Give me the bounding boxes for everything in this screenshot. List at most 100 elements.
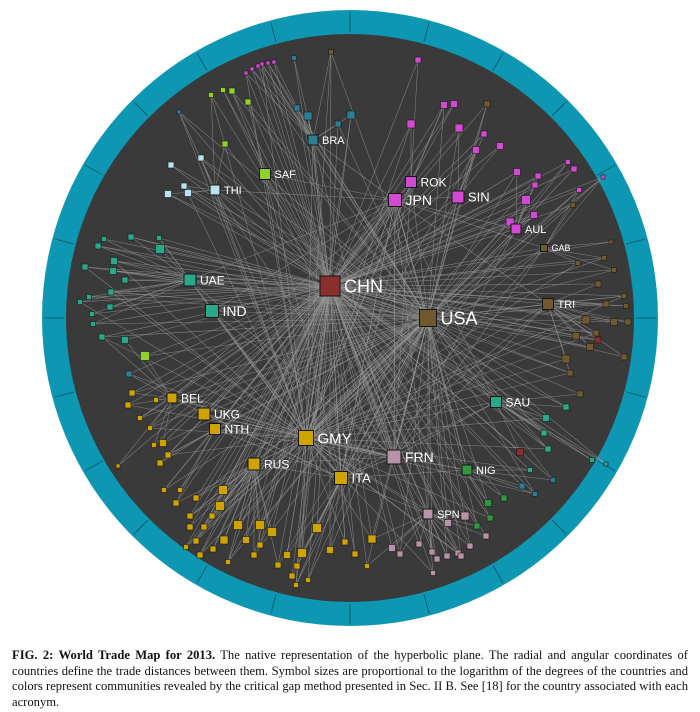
country-ita: ITA: [334, 471, 371, 486]
country-node: [486, 514, 494, 522]
trade-link: [329, 199, 527, 287]
trade-link: [97, 245, 331, 287]
trade-link: [110, 291, 429, 319]
trade-link: [543, 247, 579, 264]
trade-link: [305, 417, 547, 439]
trade-link: [253, 285, 331, 556]
country-node: [221, 140, 229, 148]
country-uae: UAE: [183, 273, 225, 287]
trade-link: [237, 317, 429, 526]
trade-link: [427, 317, 478, 527]
trade-link: [305, 437, 462, 557]
country-node: [249, 66, 255, 72]
trade-link: [124, 279, 331, 287]
country-node: [396, 550, 404, 558]
country-node: [288, 572, 296, 580]
trade-link: [214, 189, 429, 319]
country-node: [482, 532, 490, 540]
country-node: [364, 563, 370, 569]
trade-link: [547, 303, 587, 321]
trade-link: [457, 145, 501, 198]
trade-links: [79, 51, 629, 586]
trade-link: [305, 262, 579, 439]
country-node: [156, 459, 164, 467]
trade-link: [128, 373, 173, 399]
trade-link: [110, 279, 191, 293]
country-node: [177, 487, 183, 493]
trade-link: [286, 437, 307, 556]
country-node: [562, 403, 570, 411]
country-ind: IND: [205, 303, 247, 319]
country-node: [454, 123, 464, 133]
trade-link: [264, 173, 429, 319]
country-node: [183, 273, 197, 287]
trade-link: [131, 392, 173, 399]
trade-link: [329, 285, 567, 408]
trade-link: [543, 241, 612, 249]
trade-link: [312, 139, 331, 287]
country-node: [197, 407, 211, 421]
trade-link: [340, 196, 459, 479]
ring-tick: [626, 391, 646, 398]
trade-link: [340, 469, 468, 479]
trade-link: [340, 181, 412, 479]
country-node: [186, 523, 194, 531]
country-label: AUL: [525, 224, 546, 236]
country-label: UKG: [214, 407, 240, 421]
trade-link: [329, 285, 599, 341]
country-node: [414, 56, 422, 64]
trade-link: [329, 176, 604, 287]
trade-link: [329, 285, 625, 297]
trade-link: [393, 247, 545, 458]
trade-link: [457, 127, 460, 198]
trade-link: [295, 437, 307, 586]
country-node: [183, 544, 189, 550]
country-node: [592, 329, 600, 337]
country-node: [530, 211, 538, 219]
trade-link: [113, 260, 191, 281]
country-tri: TRI: [542, 298, 575, 311]
country-node: [518, 482, 526, 490]
country-node: [466, 542, 474, 550]
country-label: GAB: [552, 243, 571, 253]
trade-link: [305, 401, 497, 439]
country-node: [500, 494, 508, 502]
trade-link: [329, 285, 554, 481]
trade-link: [124, 339, 173, 399]
trade-link: [305, 437, 531, 471]
trade-link: [170, 164, 216, 191]
trade-link: [305, 139, 314, 439]
trade-link: [329, 123, 339, 287]
trade-link: [329, 51, 332, 287]
trade-link: [466, 469, 523, 487]
country-node: [388, 193, 402, 207]
trade-link: [312, 51, 332, 141]
trade-link: [97, 245, 191, 281]
trade-link: [253, 463, 342, 479]
ring-tick: [423, 22, 430, 42]
country-node: [155, 244, 165, 254]
country-node: [428, 548, 436, 556]
trade-link: [305, 319, 587, 439]
trade-link: [227, 437, 307, 563]
unlabeled-countries: [77, 49, 632, 588]
trade-link: [305, 437, 429, 515]
trade-link: [195, 285, 331, 499]
country-label: THI: [224, 185, 242, 197]
trade-link: [340, 477, 346, 543]
trade-link: [399, 513, 429, 555]
trade-link: [178, 111, 307, 439]
trade-link: [112, 270, 331, 287]
trade-link: [84, 266, 307, 439]
trade-link: [329, 133, 485, 287]
ring-tick: [133, 519, 149, 535]
trade-link: [245, 72, 314, 141]
trade-link: [393, 456, 429, 515]
country-node: [137, 415, 143, 421]
trade-link: [307, 317, 429, 581]
trade-link: [113, 260, 429, 319]
country-node: [159, 439, 167, 447]
trade-link: [211, 437, 307, 517]
trade-link: [427, 161, 569, 319]
trade-link: [329, 285, 547, 419]
